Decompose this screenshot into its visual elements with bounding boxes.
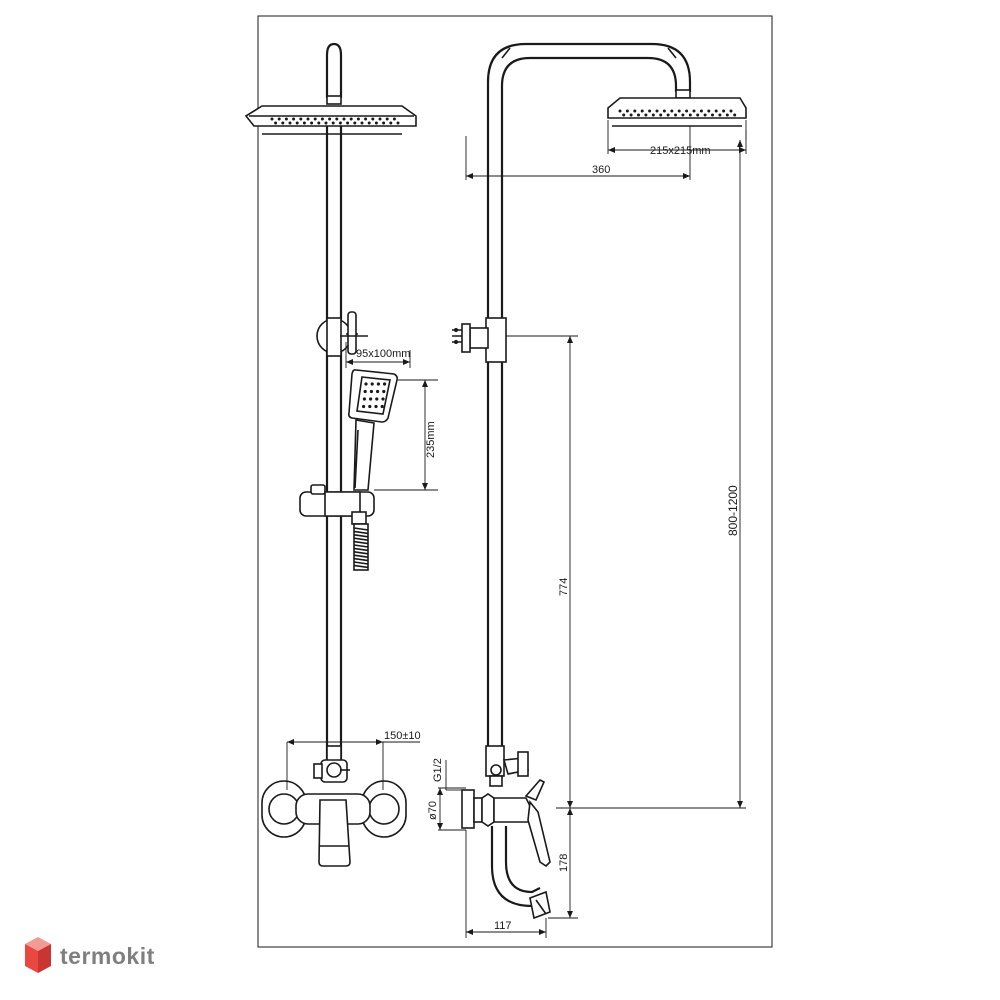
label-spout-reach: 117 [494, 920, 512, 932]
label-bracket-height: 774 [558, 578, 570, 596]
riser-side [486, 362, 504, 746]
side-view [452, 42, 747, 920]
label-mixer-spacing: 150±10 [384, 730, 421, 742]
label-hand-size: 95x100mm [356, 348, 410, 360]
mixer-side [461, 779, 551, 920]
label-spout-drop: 178 [558, 854, 570, 872]
overhead-shower-front [244, 95, 417, 135]
riser-front [325, 126, 343, 760]
diverter-front [313, 745, 350, 783]
dimension-labels: 215x215mm 360 95x100mm 235mm 150±10 G1/2… [356, 145, 740, 932]
label-escutcheon: ø70 [427, 801, 439, 820]
label-arm-reach: 360 [592, 164, 610, 176]
hand-shower-front [348, 369, 398, 491]
drawing-frame [257, 15, 773, 948]
dimension-lines [286, 120, 747, 938]
hose-front [353, 523, 369, 571]
label-overhead-size: 215x215mm [650, 145, 711, 157]
wall-bracket-side [452, 317, 507, 363]
riser-tip [325, 42, 343, 98]
brand-name: termokit [60, 943, 155, 969]
overhead-shower-side [607, 89, 747, 127]
mixer-front [261, 780, 407, 867]
shower-arm-side [486, 42, 692, 318]
diverter-side [485, 745, 530, 787]
label-thread: G1/2 [432, 758, 444, 782]
front-view [244, 42, 417, 867]
wall-bracket-front [316, 311, 368, 357]
label-total-height: 800-1200 [726, 485, 740, 536]
slide-bar-front [299, 484, 375, 525]
hexagon-logo-icon [25, 937, 51, 973]
label-hand-length: 235mm [425, 421, 437, 458]
brand-logo: termokit [25, 937, 155, 973]
